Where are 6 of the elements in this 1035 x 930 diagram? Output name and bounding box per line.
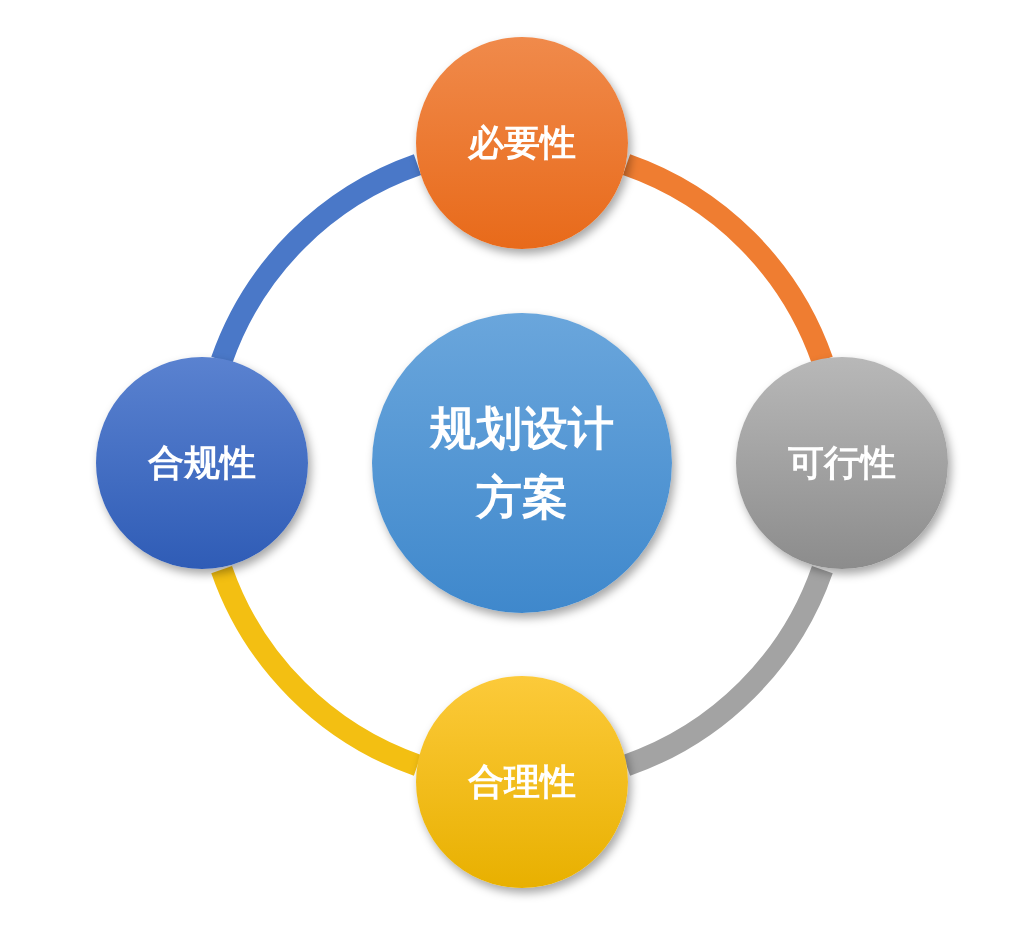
circle-node: 合理性	[416, 676, 628, 888]
circle-node: 可行性	[736, 357, 948, 569]
ring-arc	[211, 565, 422, 776]
center-circle: 规划设计方案	[372, 313, 672, 613]
circle-node: 必要性	[416, 37, 628, 249]
circle-node: 合规性	[96, 357, 308, 569]
